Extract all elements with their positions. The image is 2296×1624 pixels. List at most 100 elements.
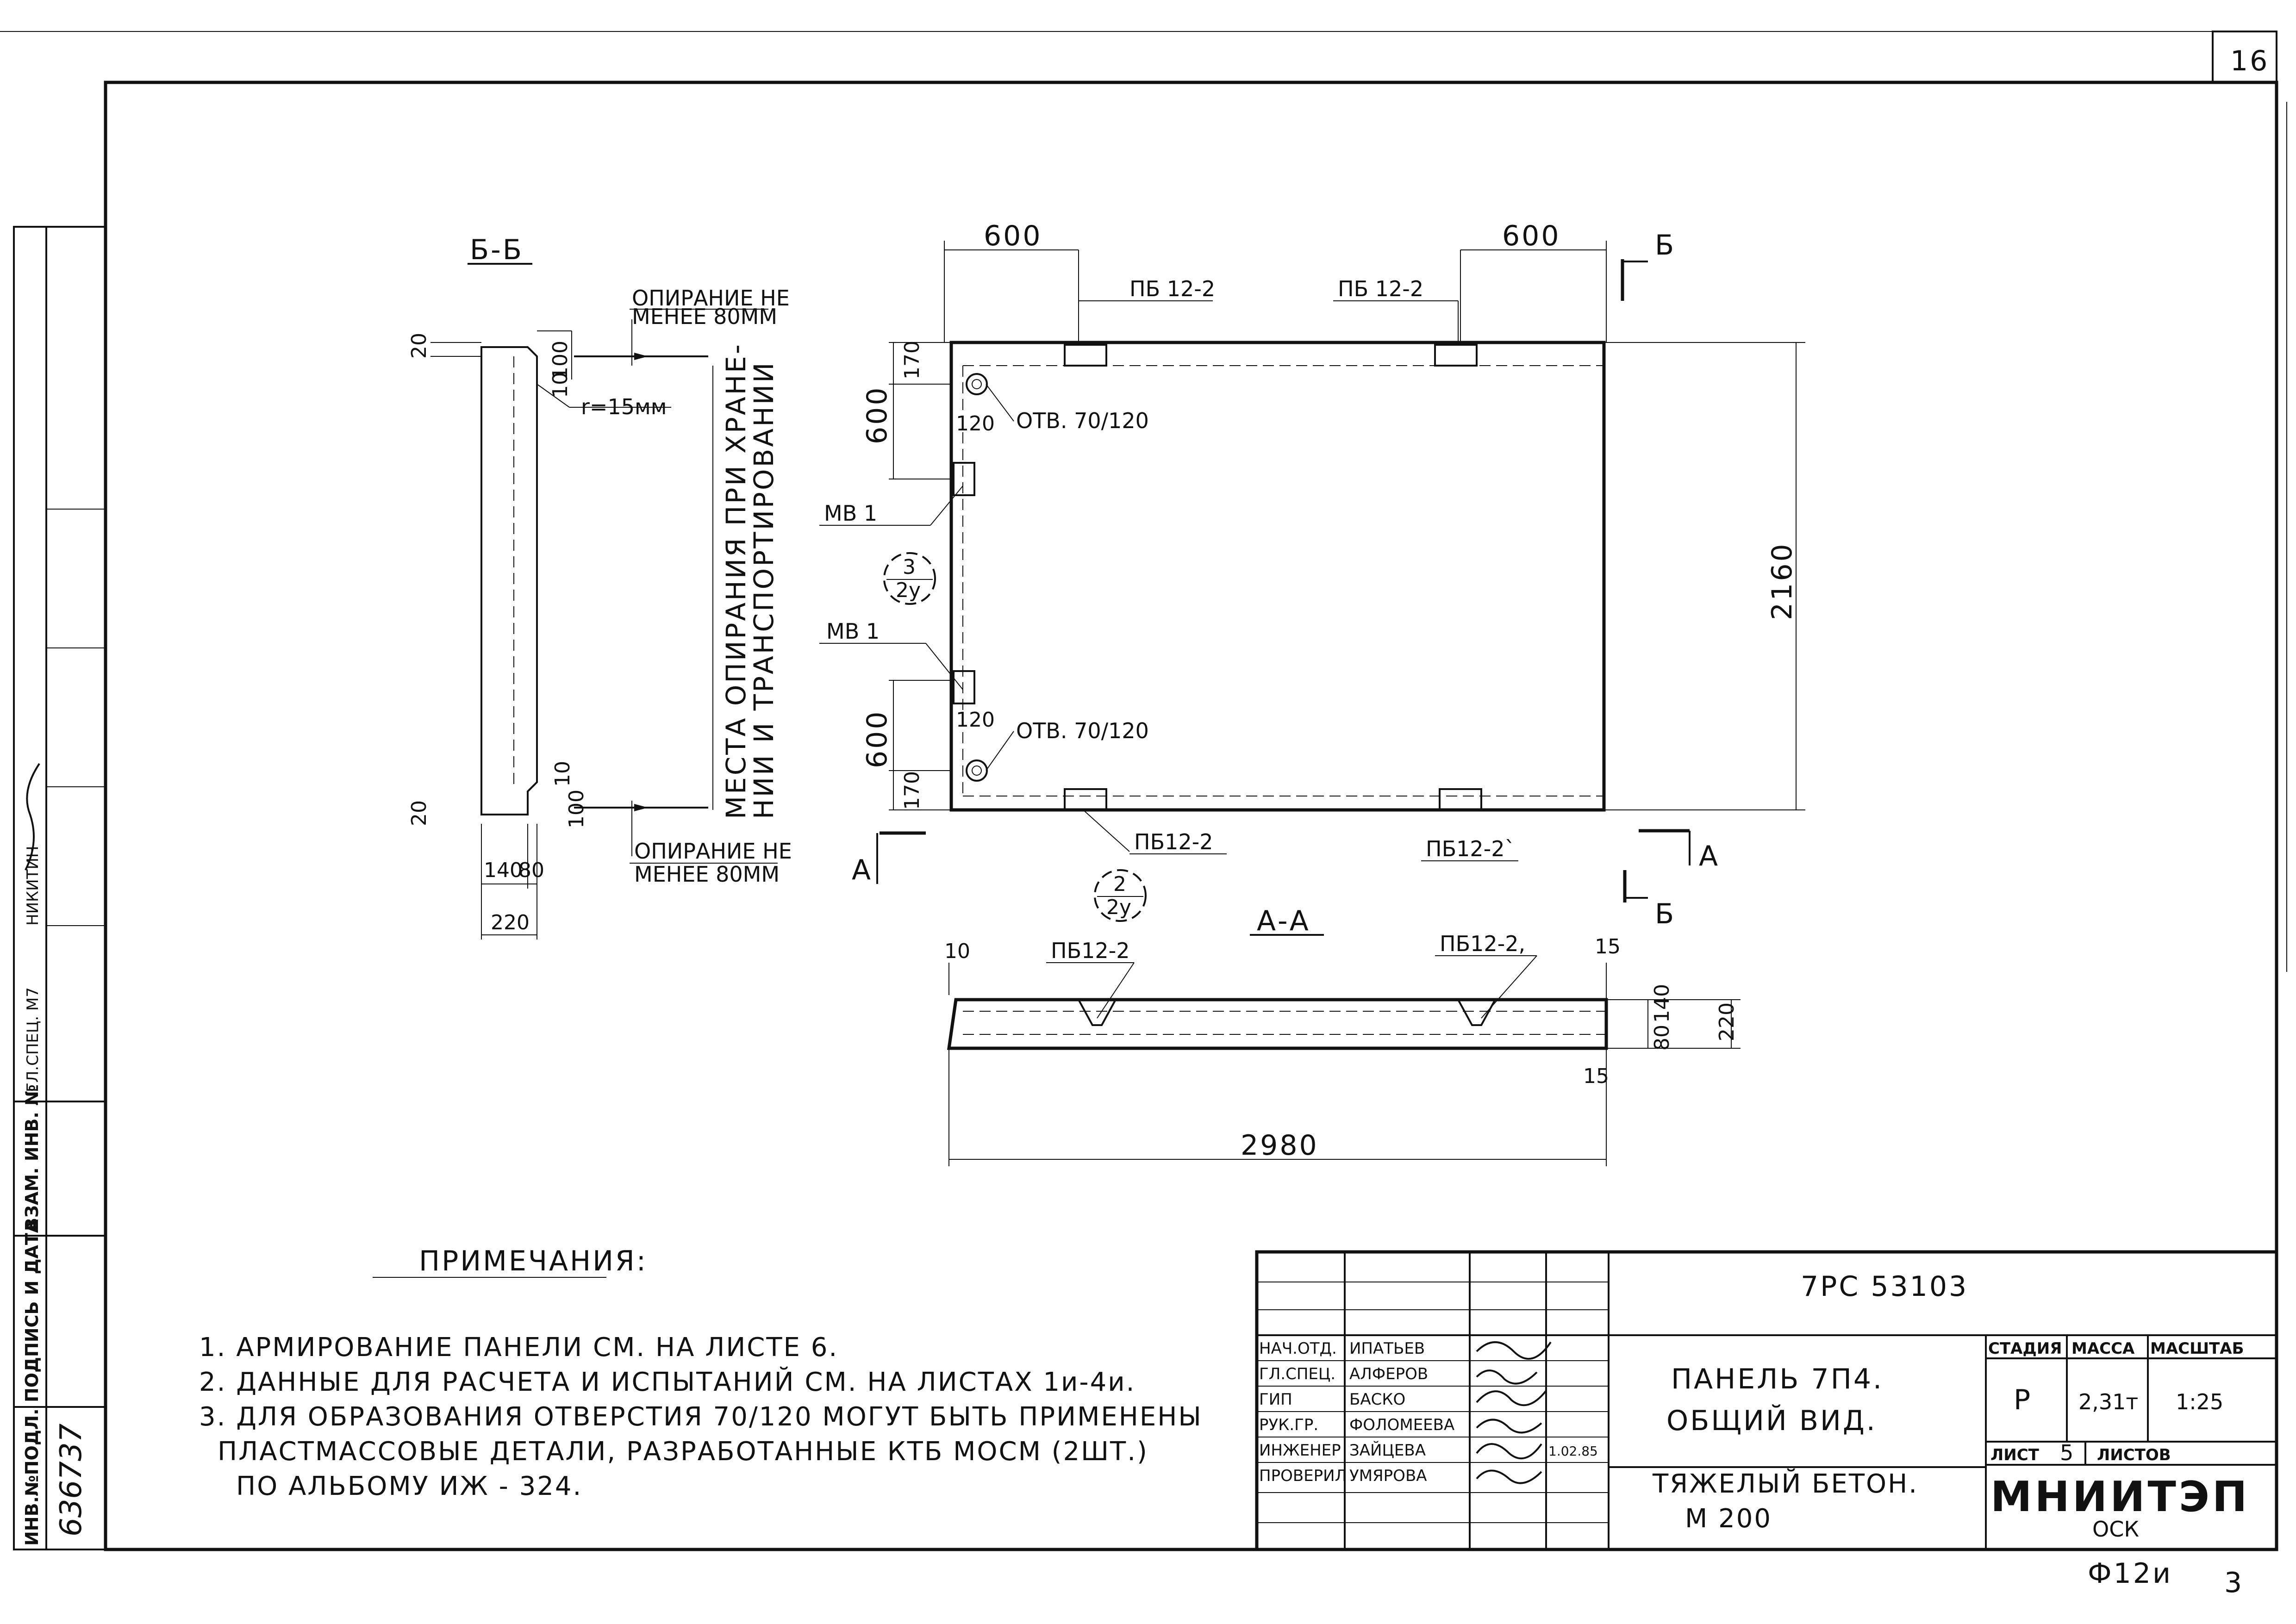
- support-bottom-line2: МЕНЕЕ 80ММ: [634, 862, 780, 887]
- bb-dim-220: 220: [491, 911, 530, 934]
- frame-border: [104, 81, 2278, 1551]
- plan-label-pb-tr: ПБ 12-2: [1338, 276, 1423, 301]
- tb-stage-value: Р: [2014, 1384, 2032, 1416]
- plan-mb1-top-label: МВ 1: [824, 501, 877, 526]
- cut-a-left: А: [852, 854, 873, 886]
- note-item-5: ПО АЛЬБОМУ ИЖ - 324.: [236, 1471, 582, 1501]
- radius-leader: [537, 384, 570, 408]
- tb-staff-role-1: ГЛ.СПЕЦ.: [1259, 1365, 1335, 1383]
- signature-0: [1476, 1341, 1552, 1360]
- strip-podpis: ПОДПИСЬ И ДАТА: [22, 1219, 42, 1402]
- tb-sheet-label: ЛИСТ: [1990, 1446, 2040, 1464]
- footer-number: 3: [2224, 1567, 2244, 1599]
- plan-panel-outline: [949, 341, 1606, 812]
- callout-3: 3 2у: [883, 552, 936, 605]
- note-item-1: 1. АРМИРОВАНИЕ ПАНЕЛИ СМ. НА ЛИСТЕ 6.: [199, 1332, 838, 1363]
- aa-label-pb-left: ПБ12-2: [1051, 938, 1130, 963]
- tb-mass-value: 2,31т: [2078, 1389, 2138, 1414]
- section-bb-title: Б-Б: [470, 234, 524, 266]
- strip-name: НИКИТИН: [24, 846, 42, 926]
- leader: [925, 643, 963, 690]
- title-block-outline: [1255, 1250, 2278, 1551]
- tb-org-sub: ОСК: [2092, 1517, 2139, 1542]
- arrow-head: [634, 353, 648, 360]
- tb-org: МНИИТЭП: [1990, 1473, 2250, 1521]
- bb-dim-80: 80: [518, 859, 544, 882]
- cut-a-right: А: [1699, 840, 1720, 872]
- page-number: 16: [2230, 45, 2269, 77]
- cut-mark-b: Б Б: [1621, 229, 1676, 930]
- tb-staff-name-2: БАСКО: [1349, 1390, 1405, 1409]
- aa-dim-140: 140: [1650, 984, 1674, 1023]
- tb-staff-role-4: ИНЖЕНЕР: [1259, 1441, 1341, 1460]
- page-number-box: [2212, 31, 2277, 83]
- callout-3-num: 3: [903, 555, 916, 579]
- callout-3-sheet: 2у: [896, 579, 921, 602]
- bb-dim-bot-100: 100: [565, 790, 588, 828]
- plan-dim-120-bottom: 120: [956, 708, 995, 732]
- tb-staff-name-3: ФОЛОМЕЕВА: [1349, 1416, 1454, 1434]
- strip-vzam: ВЗАМ. ИНВ. №: [22, 1084, 42, 1231]
- strip-inv-podl: ИНВ.№ПОДЛ.: [22, 1408, 42, 1546]
- tb-title-1: ПАНЕЛЬ 7П4.: [1671, 1363, 1884, 1395]
- lifting-loop-bl: [1064, 788, 1107, 811]
- callout-2-sheet: 2у: [1106, 896, 1131, 919]
- callout-2: 2 2у: [1094, 869, 1147, 922]
- tb-staff-role-3: РУК.ГР.: [1259, 1416, 1318, 1434]
- note-item-3: 3. ДЛЯ ОБРАЗОВАНИЯ ОТВЕРСТИЯ 70/120 МОГУ…: [199, 1402, 1203, 1432]
- aa-dim-220: 220: [1715, 1002, 1739, 1041]
- tb-staff-role-0: НАЧ.ОТД.: [1259, 1339, 1337, 1358]
- plan-label-pb-bl: ПБ12-2: [1134, 829, 1213, 854]
- tb-scale-label: МАСШТАБ: [2150, 1339, 2244, 1358]
- cut-b-bottom: Б: [1655, 898, 1676, 930]
- support-top-line2: МЕНЕЕ 80ММ: [632, 304, 777, 329]
- plan-dim-120-top: 120: [956, 412, 995, 436]
- sheet-frame: 16: [0, 31, 2287, 1551]
- tb-material-1: ТЯЖЕЛЫЙ БЕТОН.: [1652, 1468, 1918, 1499]
- tb-staff-role-5: ПРОВЕРИЛ: [1259, 1467, 1347, 1485]
- tb-mass-label: МАССА: [2071, 1339, 2135, 1358]
- bb-dim-bot-20: 20: [407, 800, 431, 826]
- arrow-head: [634, 804, 648, 811]
- signature-5: [1476, 1469, 1542, 1484]
- strip-outline: [13, 226, 106, 1550]
- bb-dim-top-100: 100: [549, 341, 572, 380]
- signature-4: [1476, 1443, 1542, 1460]
- plan-dim-600-top: 600: [861, 386, 893, 444]
- tb-sheets-label: ЛИСТОВ: [2097, 1446, 2171, 1464]
- lifting-loop-tr: [1434, 344, 1478, 367]
- leader: [986, 384, 1014, 422]
- signature-3: [1476, 1419, 1542, 1434]
- tb-material-2: М 200: [1685, 1504, 1772, 1534]
- plan-dim-170-top: 170: [900, 341, 924, 380]
- lifting-loop-tl: [1064, 344, 1107, 367]
- bb-dim-top-20: 20: [407, 333, 431, 359]
- strip-signature: [25, 763, 40, 871]
- leader: [1097, 962, 1135, 1019]
- footer-code: Ф12и: [2088, 1557, 2172, 1590]
- plan-dim-170-bottom: 170: [900, 771, 924, 810]
- notes-title: ПРИМЕЧАНИЯ:: [419, 1245, 648, 1277]
- aa-dim-15-bottom: 15: [1583, 1064, 1609, 1088]
- tb-staff-name-1: АЛФЕРОВ: [1349, 1365, 1428, 1383]
- plan-hole-top-label: ОТВ. 70/120: [1016, 408, 1149, 433]
- aa-lifting-loop-right: [1457, 999, 1496, 1026]
- tb-sheet-value: 5: [2060, 1440, 2073, 1465]
- leader: [1083, 809, 1130, 852]
- aa-dim-15-top: 15: [1595, 935, 1621, 958]
- tb-staff-name-0: ИПАТЬЕВ: [1349, 1339, 1425, 1358]
- note-item-4: ПЛАСТМАССОВЫЕ ДЕТАЛИ, РАЗРАБОТАННЫЕ КТБ …: [218, 1437, 1148, 1467]
- tb-staff-name-5: УМЯРОВА: [1349, 1467, 1427, 1485]
- bb-dim-top-10: 10: [549, 372, 572, 398]
- bb-dim-140: 140: [484, 859, 523, 882]
- cut-b-top: Б: [1655, 229, 1676, 261]
- note-item-2: 2. ДАННЫЕ ДЛЯ РАСЧЕТА И ИСПЫТАНИЙ СМ. НА…: [199, 1367, 1136, 1397]
- tb-scale-value: 1:25: [2176, 1389, 2223, 1414]
- plan-dim-600-right: 600: [1502, 220, 1561, 252]
- section-aa-profile: [947, 998, 1608, 1050]
- bb-dim-bot-10: 10: [551, 761, 574, 787]
- plan-dim-600-bottom: 600: [861, 709, 893, 768]
- plan-label-pb-br: ПБ12-2`: [1426, 836, 1516, 861]
- embed-mv1-top: [953, 462, 975, 496]
- lifting-loop-br: [1439, 788, 1482, 811]
